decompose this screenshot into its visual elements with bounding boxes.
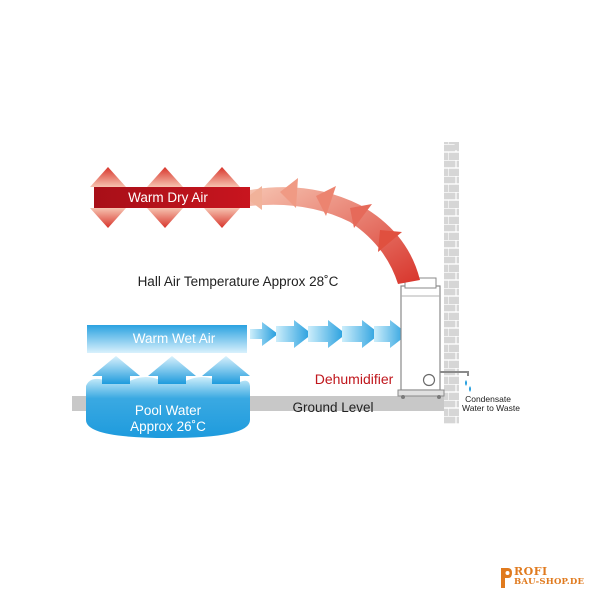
- pool-shape: [86, 377, 250, 438]
- flow-arrow: [374, 320, 408, 348]
- dehumidifier-foot: [401, 395, 405, 399]
- logo-p-mark-icon: [501, 568, 512, 588]
- warm-dry-air-label: Warm Dry Air: [128, 190, 208, 205]
- condensate-label-1: Condensate: [465, 394, 511, 404]
- dehumidifier-base: [397, 389, 445, 397]
- arc-arrowhead: [378, 230, 402, 252]
- logo-text-bottom: BAU-SHOP.DE: [514, 577, 585, 587]
- evaporation-arrow: [148, 356, 196, 384]
- evaporation-arrow: [202, 356, 250, 384]
- evaporation-arrows: [92, 356, 250, 384]
- dry-air-arrow-up: [90, 167, 126, 187]
- dry-air-arrow-down: [147, 208, 183, 228]
- hall-air-temperature-label: Hall Air Temperature Approx 28˚C: [138, 274, 339, 289]
- building-wall: [444, 142, 459, 424]
- profi-bau-shop-logo: ROFI BAU-SHOP.DE: [497, 562, 597, 594]
- water-drop-icon: [469, 386, 471, 392]
- condensate-pipe: [440, 371, 469, 376]
- dehumidifier-body: [400, 285, 441, 391]
- dry-air-arrow-up: [204, 167, 240, 187]
- arc-arrowhead: [316, 186, 336, 216]
- dry-air-arrow-up: [147, 167, 183, 187]
- dry-air-arrow-down: [204, 208, 240, 228]
- ground-level-label: Ground Level: [292, 400, 373, 415]
- dehumidifier-unit: [397, 277, 471, 399]
- dry-air-arrow-down: [90, 208, 126, 228]
- pool-water-label-1: Pool Water: [135, 403, 202, 418]
- warm-wet-air: Warm Wet Air: [87, 325, 247, 353]
- wet-air-flow-arrows: [250, 320, 408, 348]
- pool-water-label-2: Approx 26˚C: [130, 419, 206, 434]
- water-drop-icon: [465, 380, 467, 386]
- dehumidifier-top-vent: [404, 277, 437, 289]
- warm-dry-air-band: [94, 187, 250, 208]
- wall-bricks: [444, 142, 459, 424]
- condensate-label-2: Water to Waste: [462, 403, 520, 413]
- warm-wet-air-band: [87, 325, 247, 353]
- flow-arrow: [308, 320, 346, 348]
- pool-water: Pool Water Approx 26˚C: [86, 377, 250, 438]
- logo-text-top: ROFI: [514, 565, 548, 578]
- flow-arrow: [276, 320, 312, 348]
- warm-dry-air: Warm Dry Air: [90, 167, 250, 228]
- arc-arrowhead: [246, 186, 262, 210]
- wall-roof-cap: [444, 142, 459, 150]
- arc-arrowhead: [280, 178, 298, 208]
- flow-arrow: [250, 322, 278, 346]
- fan-icon: [422, 373, 436, 387]
- warm-wet-air-label: Warm Wet Air: [133, 331, 216, 346]
- flow-arrow: [342, 320, 380, 348]
- dehumidifier-label: Dehumidifier: [315, 371, 394, 387]
- arc-arrowhead: [350, 204, 372, 228]
- dehumidifier-foot: [437, 395, 441, 399]
- dry-air-return-arc: [246, 178, 420, 284]
- evaporation-arrow: [92, 356, 140, 384]
